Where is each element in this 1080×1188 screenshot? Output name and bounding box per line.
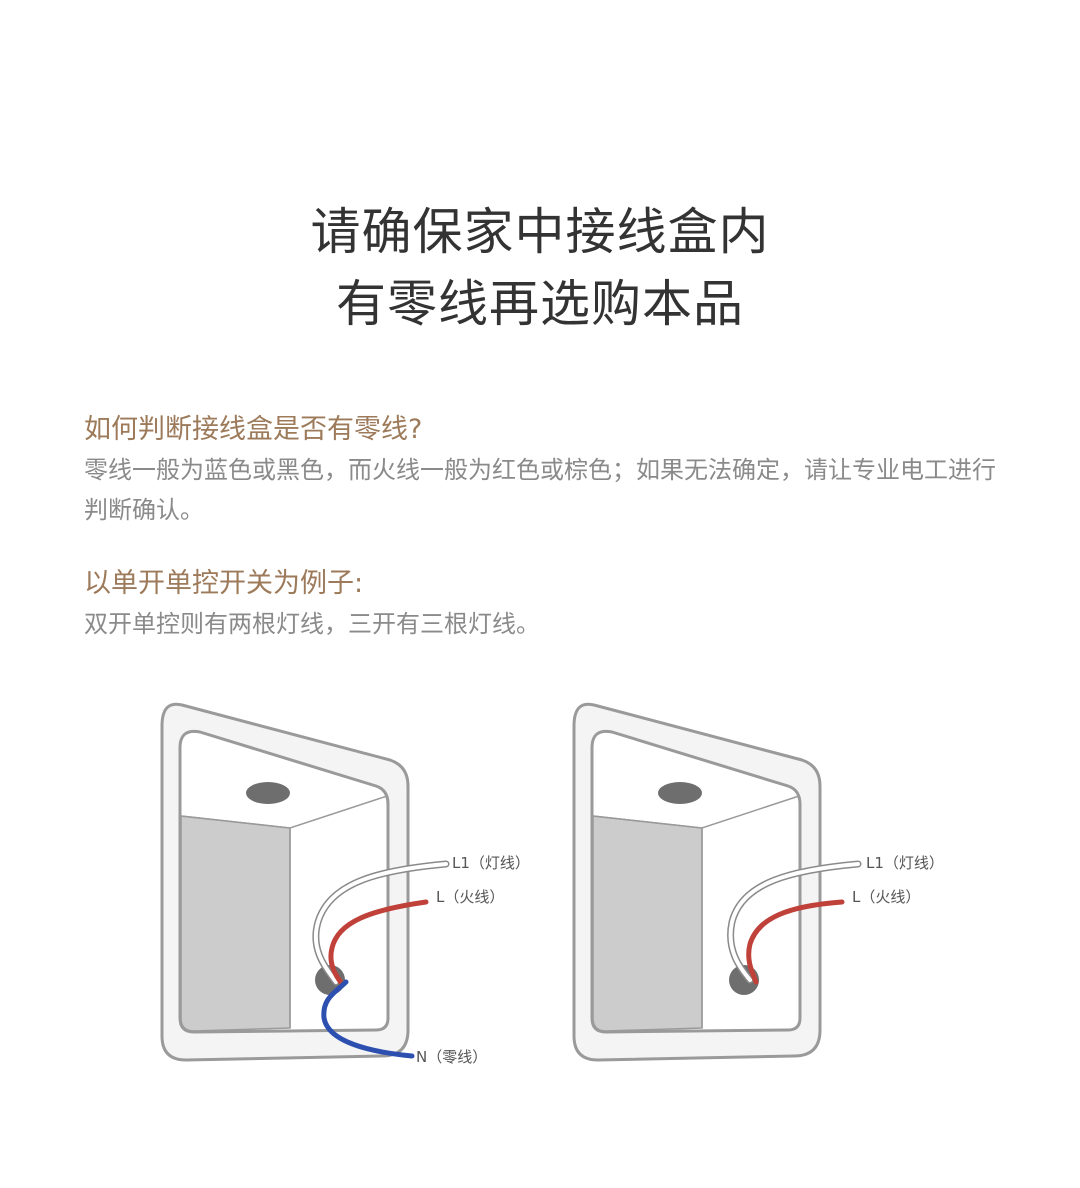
label-n-neutral: N（零线）: [416, 1048, 487, 1066]
wire-l1-lamp-core: [728, 862, 860, 982]
junction-box-without-neutral-diagram: L1（灯线） L（火线）: [562, 700, 942, 1080]
headline-line-1: 请确保家中接线盒内: [310, 203, 770, 261]
junction-box-illustration: L1（灯线） L（火线）: [572, 702, 942, 1062]
neutral-wire-check-section: 如何判断接线盒是否有零线? 零线一般为蓝色或黑色，而火线一般为红色或棕色；如果无…: [84, 410, 1014, 530]
label-l-live: L（火线）: [436, 888, 504, 906]
headline: 请确保家中接线盒内 有零线再选购本品: [0, 196, 1080, 340]
section-body: 双开单控则有两根灯线，三开有三根灯线。: [84, 610, 540, 638]
section-title: 如何判断接线盒是否有零线?: [84, 414, 423, 445]
junction-box-with-neutral-diagram: L1（灯线） L（火线） N（零线）: [150, 700, 530, 1080]
screw-hole-top: [246, 782, 290, 804]
single-switch-example-section: 以单开单控开关为例子: 双开单控则有两根灯线，三开有三根灯线。: [84, 564, 1014, 644]
section-title: 以单开单控开关为例子:: [84, 568, 364, 599]
junction-box-illustration: L1（灯线） L（火线） N（零线）: [160, 702, 530, 1066]
junction-box-left-wall: [592, 815, 703, 1032]
wire-n-neutral: [321, 979, 415, 1059]
label-l1-lamp: L1（灯线）: [866, 854, 942, 872]
screw-hole-top: [658, 782, 702, 804]
headline-line-2: 有零线再选购本品: [336, 275, 744, 333]
wire-l-live: [746, 899, 845, 985]
junction-box-left-wall: [180, 815, 291, 1032]
section-body: 零线一般为蓝色或黑色，而火线一般为红色或棕色；如果无法确定，请让专业电工进行判断…: [84, 456, 996, 524]
label-l-live: L（火线）: [852, 888, 920, 906]
wire-l1-lamp-core: [313, 862, 448, 984]
wire-l-live: [328, 899, 429, 987]
label-l1-lamp: L1（灯线）: [452, 854, 530, 872]
